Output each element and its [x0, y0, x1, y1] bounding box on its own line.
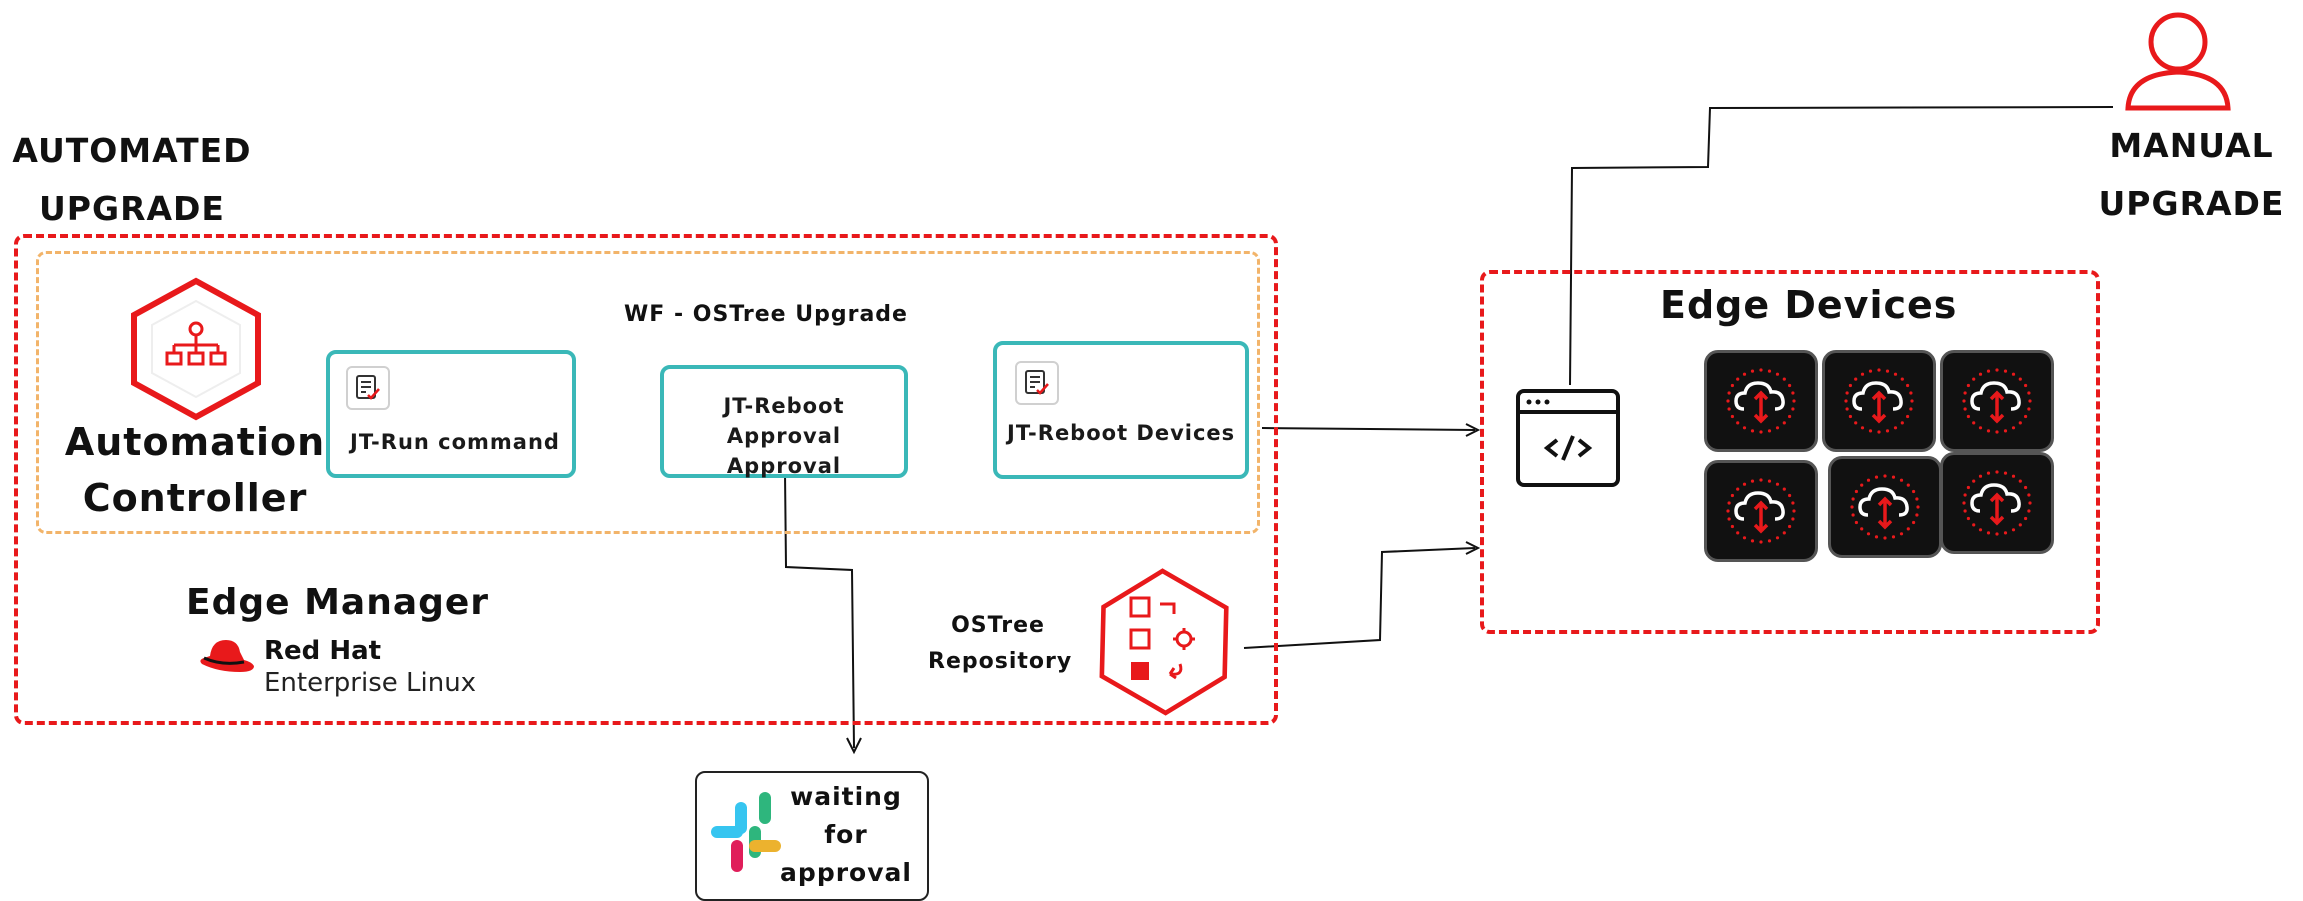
cloud-sync-icon [1844, 368, 1914, 434]
job-reboot-devices-label: JT-Reboot Devices [1007, 421, 1236, 445]
waiting-for-approval-text: waiting for approval [780, 782, 912, 887]
red-hat-product: Enterprise Linux [264, 668, 477, 698]
edge-device-3 [1940, 350, 2054, 452]
job-run-command[interactable]: JT-Run command [326, 350, 576, 478]
edge-devices-container [1480, 270, 2100, 634]
automation-controller-label: Automation Controller [64, 420, 326, 520]
edge-devices-title: Edge Devices [1660, 283, 1958, 327]
automation-controller-hexagon-icon [128, 277, 264, 421]
red-hat-brand: Red Hat [264, 636, 382, 666]
manual-upgrade-label: MANUAL UPGRADE [2098, 126, 2285, 223]
job-reboot-approval[interactable]: JT-Reboot Approval Approval [660, 365, 908, 478]
job-reboot-devices[interactable]: JT-Reboot Devices [993, 341, 1249, 479]
document-check-icon [346, 366, 390, 410]
slack-icon [705, 792, 787, 878]
cloud-sync-icon [1962, 470, 2032, 536]
cloud-sync-icon [1850, 474, 1920, 540]
job-run-command-label: JT-Run command [350, 430, 560, 454]
edge-device-2 [1822, 350, 1936, 452]
job-reboot-approval-label: JT-Reboot Approval Approval [723, 394, 845, 478]
edge-device-6 [1940, 452, 2054, 554]
workflow-title: WF - OSTree Upgrade [624, 302, 908, 327]
cloud-sync-icon [1726, 368, 1796, 434]
edge-manager-container [14, 234, 1278, 725]
code-window-icon [1515, 388, 1621, 488]
ostree-repository-hexagon-icon [1084, 568, 1244, 716]
edge-device-4 [1704, 460, 1818, 562]
automated-upgrade-label: AUTOMATED UPGRADE [12, 131, 252, 228]
edge-device-1 [1704, 350, 1818, 452]
cloud-sync-icon [1962, 368, 2032, 434]
edge-device-5 [1828, 456, 1942, 558]
user-icon [2118, 8, 2238, 112]
workflow-container [36, 251, 1260, 534]
edge-manager-title: Edge Manager [186, 582, 490, 623]
cloud-sync-icon [1726, 478, 1796, 544]
document-check-icon [1015, 361, 1059, 405]
ostree-repository-label: OSTree Repository [928, 613, 1073, 674]
red-hat-logo-icon [196, 636, 258, 676]
